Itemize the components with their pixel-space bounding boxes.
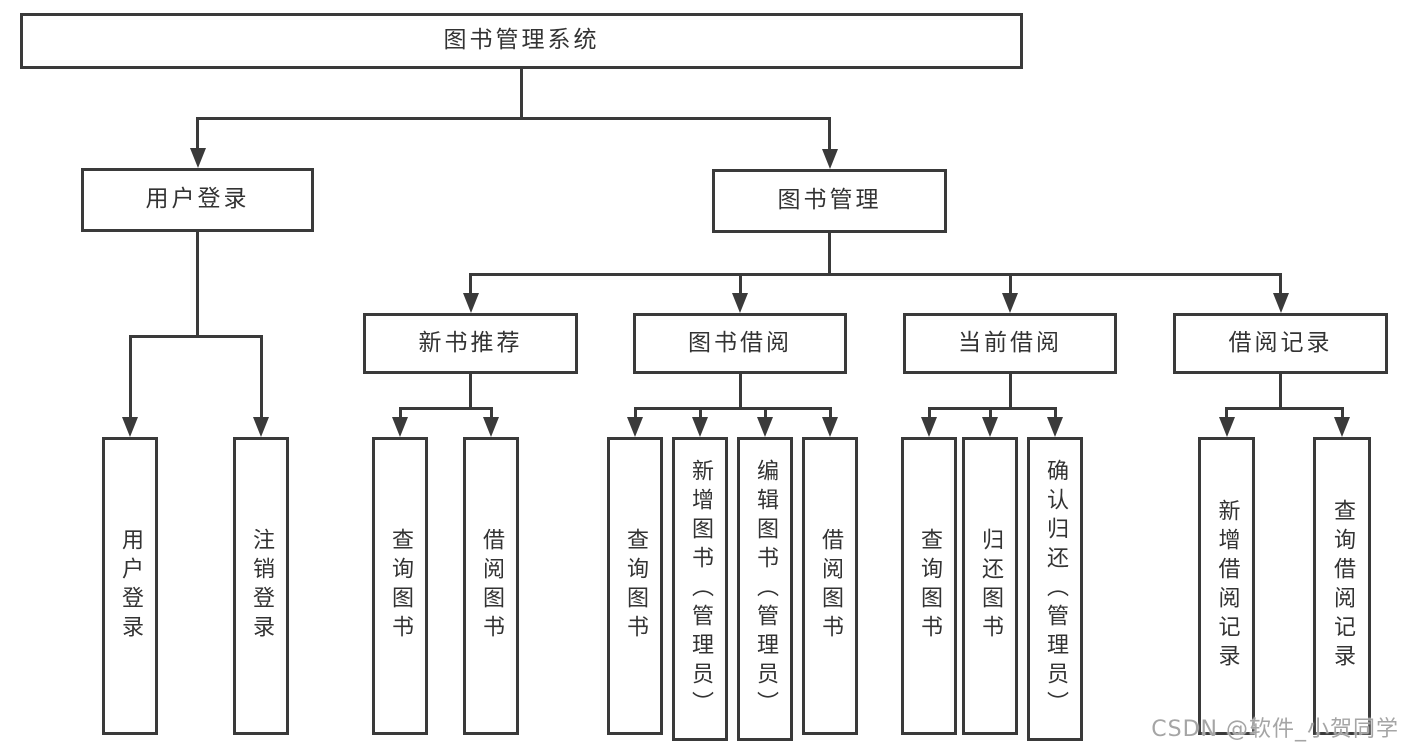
node-label: 借阅图书 bbox=[818, 528, 843, 644]
edge-drop bbox=[828, 117, 831, 153]
node-label: 注销登录 bbox=[249, 528, 274, 644]
arrow-down-icon bbox=[982, 417, 998, 437]
arrow-down-icon bbox=[627, 417, 643, 437]
node-user-login: 用户登录 bbox=[81, 168, 314, 232]
node-label: 新增借阅记录 bbox=[1214, 499, 1240, 673]
edge-stub bbox=[469, 374, 472, 410]
node-book-borrow: 图书借阅 bbox=[633, 313, 847, 374]
arrow-down-icon bbox=[483, 417, 499, 437]
node-current-borrow: 当前借阅 bbox=[903, 313, 1117, 374]
edge-drop bbox=[1340, 407, 1344, 421]
arrow-down-icon bbox=[1002, 293, 1018, 313]
edge-bus bbox=[398, 407, 493, 410]
node-leaf-add-borrow-record: 新增借阅记录 bbox=[1198, 437, 1255, 735]
arrow-down-icon bbox=[122, 417, 138, 437]
node-leaf-logout: 注销登录 bbox=[233, 437, 289, 735]
node-label: 当前借阅 bbox=[958, 329, 1062, 356]
edge-stub bbox=[1279, 374, 1282, 410]
node-label: 借阅记录 bbox=[1228, 329, 1333, 356]
watermark: CSDN @软件_小贺同学 bbox=[1151, 717, 1399, 742]
edge-drop bbox=[398, 407, 402, 421]
edge-bus bbox=[469, 273, 1282, 276]
node-label: 查询图书 bbox=[917, 528, 942, 644]
node-leaf-borrow-books-1: 借阅图书 bbox=[463, 437, 519, 735]
node-label: 新书推荐 bbox=[418, 329, 523, 356]
node-leaf-confirm-return: 确认归还（管理员） bbox=[1027, 437, 1083, 741]
edge-stub bbox=[1008, 374, 1012, 410]
node-leaf-edit-books: 编辑图书（管理员） bbox=[737, 437, 793, 741]
edge-drop bbox=[489, 407, 493, 421]
node-leaf-add-books: 新增图书（管理员） bbox=[672, 437, 728, 741]
node-new-book-rec: 新书推荐 bbox=[363, 313, 578, 374]
arrow-down-icon bbox=[462, 293, 479, 313]
edge-bus bbox=[1225, 407, 1344, 410]
arrow-down-icon bbox=[253, 417, 269, 437]
arrow-down-icon bbox=[189, 148, 206, 168]
edge-drop bbox=[738, 273, 742, 297]
edge-drop bbox=[196, 117, 199, 152]
node-label: 新增图书（管理员） bbox=[688, 458, 713, 720]
edge-bus bbox=[927, 407, 1057, 410]
node-leaf-query-books-2: 查询图书 bbox=[607, 437, 663, 735]
node-label: 图书借阅 bbox=[688, 329, 792, 356]
edge-drop bbox=[469, 273, 472, 297]
edge-stub bbox=[196, 232, 199, 338]
node-borrow-records: 借阅记录 bbox=[1173, 313, 1388, 374]
arrow-down-icon bbox=[1334, 417, 1350, 437]
node-label: 编辑图书（管理员） bbox=[753, 458, 778, 720]
edge-stub bbox=[520, 69, 523, 120]
node-leaf-query-books-1: 查询图书 bbox=[372, 437, 428, 735]
arrow-down-icon bbox=[1272, 293, 1289, 313]
edge-drop bbox=[927, 407, 931, 421]
node-label: 用户登录 bbox=[145, 186, 250, 213]
node-leaf-borrow-books-2: 借阅图书 bbox=[802, 437, 858, 735]
node-label: 查询借阅记录 bbox=[1330, 499, 1355, 673]
node-label: 借阅图书 bbox=[479, 528, 504, 644]
node-label: 归还图书 bbox=[978, 528, 1003, 644]
arrow-down-icon bbox=[1218, 417, 1235, 437]
node-leaf-return-books: 归还图书 bbox=[962, 437, 1018, 735]
arrow-down-icon bbox=[757, 417, 773, 437]
edge-drop bbox=[1225, 407, 1228, 421]
node-label: 确认归还（管理员） bbox=[1043, 458, 1068, 720]
node-leaf-user-login: 用户登录 bbox=[102, 437, 158, 735]
node-label: 图书管理 bbox=[777, 187, 882, 214]
node-leaf-query-borrow-record: 查询借阅记录 bbox=[1313, 437, 1371, 735]
node-leaf-query-books-3: 查询图书 bbox=[901, 437, 957, 735]
edge-drop bbox=[988, 407, 992, 421]
edge-drop bbox=[1053, 407, 1057, 421]
node-book-mgmt: 图书管理 bbox=[712, 169, 947, 233]
node-label: 查询图书 bbox=[388, 528, 413, 644]
arrow-down-icon bbox=[822, 417, 838, 437]
edge-drop bbox=[698, 407, 702, 421]
node-label: 图书管理系统 bbox=[443, 27, 600, 54]
edge-drop bbox=[259, 335, 263, 421]
edge-stub bbox=[828, 233, 831, 276]
arrow-down-icon bbox=[921, 417, 937, 437]
arrow-down-icon bbox=[732, 293, 748, 313]
edge-drop bbox=[128, 335, 132, 421]
edge-bus bbox=[196, 117, 831, 120]
arrow-down-icon bbox=[1047, 417, 1063, 437]
edge-drop bbox=[763, 407, 767, 421]
arrow-down-icon bbox=[392, 417, 408, 437]
node-label: 用户登录 bbox=[118, 528, 143, 644]
arrow-down-icon bbox=[821, 149, 838, 169]
edge-bus bbox=[633, 407, 832, 410]
node-label: 查询图书 bbox=[623, 528, 648, 644]
edge-bus bbox=[128, 335, 263, 338]
edge-drop bbox=[1279, 273, 1282, 297]
edge-drop bbox=[828, 407, 832, 421]
arrow-down-icon bbox=[692, 417, 708, 437]
node-root: 图书管理系统 bbox=[20, 13, 1023, 69]
edge-drop bbox=[1008, 273, 1012, 297]
edge-stub bbox=[738, 374, 742, 410]
edge-drop bbox=[633, 407, 637, 421]
